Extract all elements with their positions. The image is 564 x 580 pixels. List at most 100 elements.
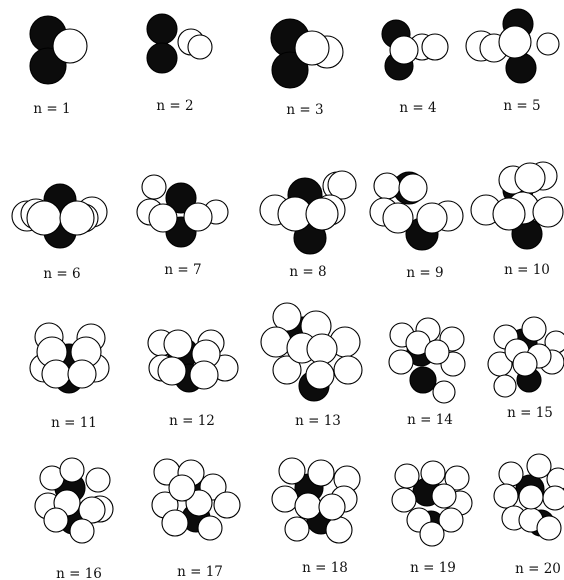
cluster-label-6: n = 6	[43, 266, 80, 282]
cluster-2	[146, 13, 213, 74]
cluster-label-18: n = 18	[302, 560, 348, 576]
light-atom-13-10	[306, 333, 338, 365]
light-atom-20-10	[536, 515, 562, 541]
light-atom-9-7	[382, 202, 414, 234]
cluster-label-4: n = 4	[399, 100, 436, 116]
light-atom-9-8	[416, 202, 448, 234]
clusters-layer	[11, 8, 564, 547]
cluster-15	[487, 316, 564, 398]
light-atom-16-4	[59, 457, 85, 483]
light-atom-15-4	[521, 316, 547, 342]
light-atom-6-7	[26, 200, 62, 236]
light-atom-18-11	[318, 493, 346, 521]
cluster-18	[271, 457, 361, 544]
light-atom-16-11	[43, 507, 69, 533]
cluster-label-15: n = 15	[507, 405, 553, 421]
light-atom-20-11	[518, 484, 544, 510]
light-atom-14-9	[424, 339, 450, 365]
light-atom-10-7	[492, 197, 526, 231]
cluster-5	[465, 8, 560, 84]
light-atom-19-10	[419, 521, 445, 547]
cluster-label-14: n = 14	[407, 412, 453, 428]
light-atom-3-4	[294, 30, 330, 66]
light-atom-17-9	[197, 515, 223, 541]
cluster-1	[29, 15, 88, 85]
light-atom-20-4	[526, 453, 552, 479]
light-atom-13-8	[333, 355, 363, 385]
cluster-label-17: n = 17	[177, 564, 223, 580]
cluster-label-10: n = 10	[504, 262, 550, 278]
light-atom-18-6	[271, 485, 299, 513]
light-atom-17-8	[161, 509, 189, 537]
cluster-label-16: n = 16	[56, 566, 102, 580]
light-atom-4-5	[389, 35, 419, 65]
cluster-13	[260, 302, 363, 402]
light-atom-19-5	[444, 465, 470, 491]
light-atom-15-10	[493, 374, 517, 398]
light-atom-18-8	[284, 516, 310, 542]
cluster-label-20: n = 20	[515, 561, 561, 577]
cluster-16	[34, 457, 114, 544]
labels-layer: n = 1 n = 2 n = 3 n = 4 n = 5 n = 6 n = …	[33, 98, 560, 580]
light-atom-2-4	[187, 34, 213, 60]
cluster-label-12: n = 12	[169, 413, 215, 429]
light-atom-13-3	[272, 302, 302, 332]
light-atom-8-4	[327, 170, 357, 200]
dark-atom-3-2	[271, 51, 309, 89]
light-atom-4-4	[421, 33, 449, 61]
light-atom-13-5	[260, 326, 292, 358]
cluster-12	[147, 329, 239, 393]
cluster-label-9: n = 9	[406, 265, 443, 281]
light-atom-19-3	[394, 463, 420, 489]
cluster-11	[29, 322, 110, 394]
light-atom-13-7	[272, 355, 302, 385]
light-atom-17-7	[213, 491, 241, 519]
light-atom-10-8	[532, 196, 564, 228]
cluster-19	[391, 460, 473, 547]
cluster-label-8: n = 8	[289, 264, 326, 280]
light-atom-15-11	[512, 351, 538, 377]
light-atom-20-3	[498, 461, 524, 487]
light-atom-11-10	[67, 359, 97, 389]
cluster-14	[388, 317, 466, 404]
cluster-label-7: n = 7	[164, 262, 201, 278]
light-atom-11-9	[41, 359, 71, 389]
light-atom-16-10	[69, 518, 95, 544]
light-atom-18-9	[325, 516, 353, 544]
light-atom-9-4	[398, 173, 428, 203]
light-atom-14-10	[432, 380, 456, 404]
light-atom-19-6	[391, 487, 417, 513]
light-atom-19-4	[420, 460, 446, 486]
light-atom-12-9	[157, 356, 187, 386]
light-atom-20-6	[493, 483, 519, 509]
light-atom-20-7	[542, 485, 564, 511]
cluster-label-2: n = 2	[156, 98, 193, 114]
cluster-label-13: n = 13	[295, 413, 341, 429]
cluster-8	[259, 170, 357, 255]
light-atom-18-10	[294, 492, 322, 520]
light-atom-1-3	[52, 28, 88, 64]
light-atom-10-9	[514, 162, 546, 194]
light-atom-18-3	[278, 457, 306, 485]
light-atom-7-6	[148, 203, 178, 233]
light-atom-19-9	[438, 507, 464, 533]
cluster-6	[11, 183, 108, 249]
dark-atom-2-1	[146, 13, 178, 45]
cluster-4	[381, 19, 449, 81]
light-atom-7-3	[141, 174, 167, 200]
cluster-label-1: n = 1	[33, 101, 70, 117]
light-atom-8-8	[305, 197, 339, 231]
dark-atom-14-2	[409, 366, 437, 394]
dark-atom-2-2	[146, 42, 178, 74]
cluster-10	[470, 161, 564, 250]
light-atom-18-4	[307, 459, 335, 487]
cluster-label-5: n = 5	[503, 98, 540, 114]
cluster-label-3: n = 3	[286, 102, 323, 118]
light-atom-17-11	[168, 474, 196, 502]
cluster-9	[369, 171, 464, 251]
light-atom-7-7	[183, 202, 213, 232]
light-atom-9-3	[373, 172, 401, 200]
cluster-label-19: n = 19	[410, 560, 456, 576]
cluster-17	[151, 458, 241, 541]
